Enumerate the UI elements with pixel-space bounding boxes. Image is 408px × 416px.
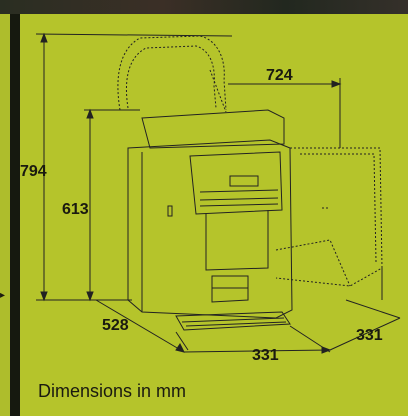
open-door-outline [275,147,383,287]
top-photo-strip [0,0,408,14]
dimension-panel: 794 613 724 528 331 331 Dimensions in mm [20,14,408,416]
left-panel-edge [0,14,10,416]
caption: Dimensions in mm [38,381,187,401]
label-width: 331 [252,347,279,364]
label-body-height: 613 [62,201,89,218]
raised-lid-outline [117,35,227,113]
dimension-labels: 794 613 724 528 331 331 [20,67,383,364]
label-door-width: 331 [356,327,383,344]
left-arrow-icon: ▸ [0,290,6,301]
dimension-lines [35,32,401,354]
machine-dimension-drawing: 794 613 724 528 331 331 [20,32,401,364]
label-total-height: 794 [20,163,47,180]
label-open-width: 724 [266,67,293,84]
left-divider [10,14,20,416]
label-depth: 528 [102,317,129,334]
machine-body [127,109,293,331]
